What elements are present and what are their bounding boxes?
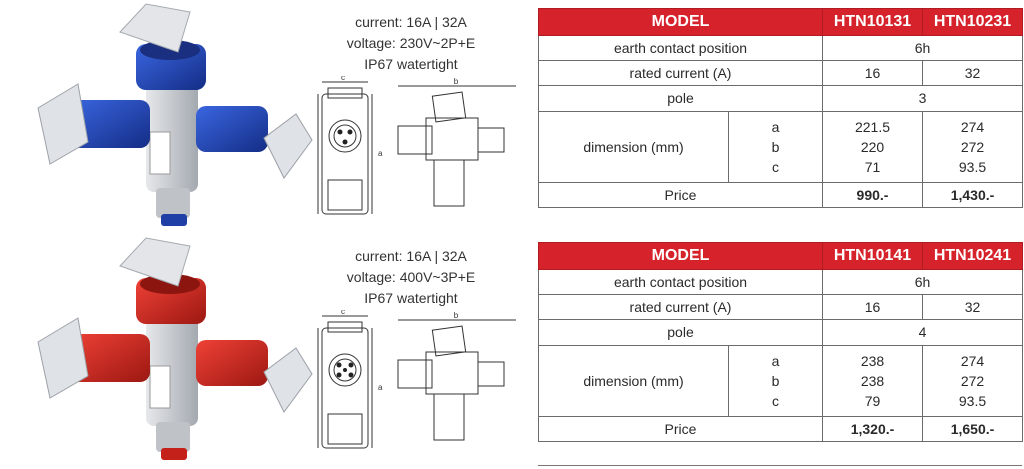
price-value: 1,650.-: [922, 415, 1023, 443]
spec-current: current: 16A | 32A: [355, 14, 467, 30]
table-row: dimension (mm) a b c 221.5 220 71 274 27…: [538, 110, 1023, 183]
dim-value: 93.5: [958, 158, 987, 175]
spec-table-blue: MODEL HTN10131 HTN10231 earth contact po…: [538, 7, 1023, 209]
dim-label-a: a: [378, 383, 383, 392]
dim-value: 221.5: [854, 118, 891, 135]
dim-letter: b: [771, 138, 780, 155]
table-row: rated current (A) 16 32: [538, 294, 1023, 321]
product-block-blue: current: 16A | 32A voltage: 230V~2P+E IP…: [0, 0, 1024, 230]
table-header-row: MODEL HTN10141 HTN10241: [538, 241, 1023, 271]
dim-value: 238: [860, 372, 885, 389]
dimension-values: 274 272 93.5: [922, 344, 1023, 417]
dim-value: 272: [960, 372, 985, 389]
dimension-values: 274 272 93.5: [922, 110, 1023, 183]
blue-socket-distributor-photo-icon: [37, 3, 313, 226]
model-header: MODEL: [538, 7, 823, 37]
dim-value: 71: [864, 158, 881, 175]
dim-label-b: b: [454, 311, 459, 320]
red-socket-distributor-photo-icon: [37, 237, 313, 460]
dimension-values: 238 238 79: [822, 344, 923, 417]
price-value: 1,430.-: [922, 181, 1023, 209]
model-header: MODEL: [538, 241, 823, 271]
row-value: 6h: [822, 269, 1023, 296]
row-label: dimension (mm): [538, 110, 729, 183]
spec-current: current: 16A | 32A: [355, 248, 467, 264]
product-block-red: current: 16A | 32A voltage: 400V~3P+E IP…: [0, 234, 1024, 464]
specs-red: current: 16A | 32A voltage: 400V~3P+E IP…: [330, 246, 492, 309]
dimension-values: 221.5 220 71: [822, 110, 923, 183]
table-row: earth contact position 6h: [538, 35, 1023, 62]
table-row: pole 4: [538, 319, 1023, 346]
row-value: 16: [822, 294, 923, 321]
dim-label-c: c: [341, 310, 345, 316]
row-label: earth contact position: [538, 35, 823, 62]
model-code: HTN10231: [922, 7, 1023, 37]
row-value: 3: [822, 85, 1023, 112]
table-row: rated current (A) 16 32: [538, 60, 1023, 87]
row-label: pole: [538, 85, 823, 112]
price-value: 1,320.-: [822, 415, 923, 443]
dim-value: 272: [960, 138, 985, 155]
dim-value: 274: [960, 352, 985, 369]
dim-label-a: a: [378, 149, 383, 158]
row-value: 6h: [822, 35, 1023, 62]
spec-ip-rating: IP67 watertight: [364, 290, 458, 306]
dim-value: 93.5: [958, 392, 987, 409]
model-code: HTN10241: [922, 241, 1023, 271]
price-value: 990.-: [822, 181, 923, 209]
dim-value: 238: [860, 352, 885, 369]
spec-voltage: voltage: 230V~2P+E: [346, 35, 476, 51]
dim-letter: a: [771, 352, 780, 369]
table-row: dimension (mm) a b c 238 238 79 274 272 …: [538, 344, 1023, 417]
row-label: rated current (A): [538, 294, 823, 321]
table-row: pole 3: [538, 85, 1023, 112]
spec-ip-rating: IP67 watertight: [364, 56, 458, 72]
specs-blue: current: 16A | 32A voltage: 230V~2P+E IP…: [330, 12, 492, 75]
row-label: earth contact position: [538, 269, 823, 296]
red-technical-drawing-icon: c b a: [317, 310, 516, 449]
row-value: 32: [922, 60, 1023, 87]
row-label: Price: [538, 415, 823, 443]
row-value: 4: [822, 319, 1023, 346]
dim-value: 274: [960, 118, 985, 135]
dim-letter: a: [771, 118, 780, 135]
bottom-divider: [538, 465, 1022, 466]
dim-value: 79: [864, 392, 881, 409]
row-label: Price: [538, 181, 823, 209]
table-row: Price 990.- 1,430.-: [538, 181, 1023, 209]
blue-technical-drawing-icon: c b a: [317, 76, 516, 215]
dim-letter: b: [771, 372, 780, 389]
dimension-letters: a b c: [728, 110, 823, 183]
model-code: HTN10131: [822, 7, 923, 37]
row-label: rated current (A): [538, 60, 823, 87]
dim-letter: c: [772, 158, 779, 175]
row-value: 32: [922, 294, 1023, 321]
row-label: dimension (mm): [538, 344, 729, 417]
spec-voltage: voltage: 400V~3P+E: [346, 269, 476, 285]
row-label: pole: [538, 319, 823, 346]
dimension-letters: a b c: [728, 344, 823, 417]
row-value: 16: [822, 60, 923, 87]
dim-value: 220: [860, 138, 885, 155]
dim-letter: c: [772, 392, 779, 409]
dim-label-b: b: [454, 77, 459, 86]
table-header-row: MODEL HTN10131 HTN10231: [538, 7, 1023, 37]
dim-label-c: c: [341, 76, 345, 82]
model-code: HTN10141: [822, 241, 923, 271]
table-row: earth contact position 6h: [538, 269, 1023, 296]
table-row: Price 1,320.- 1,650.-: [538, 415, 1023, 443]
spec-table-red: MODEL HTN10141 HTN10241 earth contact po…: [538, 241, 1023, 443]
